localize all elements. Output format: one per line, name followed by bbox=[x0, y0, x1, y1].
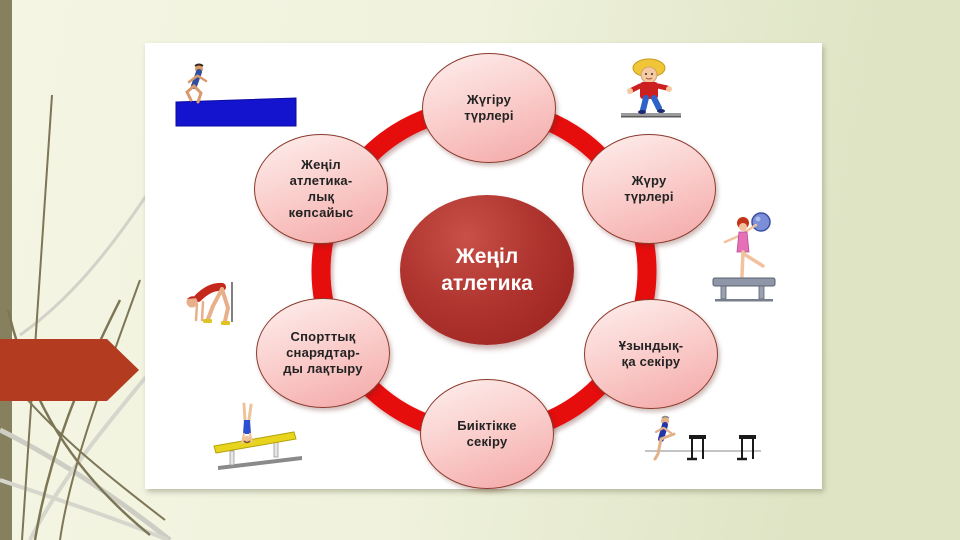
handstand-beam-clipart-icon bbox=[213, 402, 302, 470]
node-running-label: Жүгіру түрлері bbox=[464, 92, 513, 124]
center-node: Жеңіл атлетика bbox=[400, 195, 574, 345]
label-line: ды лақтыру bbox=[283, 360, 363, 376]
left-edge-bar bbox=[0, 0, 12, 540]
node-combined-label: Жеңіл атлетика- лық көпсайыс bbox=[289, 157, 354, 220]
node-running: Жүгіру түрлері bbox=[422, 53, 556, 163]
label-line: түрлері bbox=[464, 108, 514, 123]
label-line: лық bbox=[307, 189, 335, 204]
hurdles-runner-clipart-icon bbox=[645, 415, 761, 461]
node-walking-label: Жүру түрлері bbox=[624, 173, 673, 205]
node-walking: Жүру түрлері bbox=[582, 134, 716, 244]
label-line: Биіктікке bbox=[457, 418, 517, 434]
node-long-jump-label: Ұзындық- қа секіру bbox=[619, 338, 683, 370]
label-line: атлетика- bbox=[289, 173, 353, 189]
node-high-jump-label: Биіктікке секіру bbox=[457, 418, 516, 450]
label-line: Спорттық bbox=[290, 329, 356, 345]
label-line: түрлері bbox=[624, 189, 674, 204]
label-line: секіру bbox=[466, 434, 508, 449]
sprint-start-clipart-icon bbox=[186, 282, 233, 325]
center-label: Жеңіл атлетика bbox=[441, 243, 533, 298]
label-line: көпсайыс bbox=[288, 204, 354, 220]
race-walking-kid-clipart-icon bbox=[621, 58, 681, 118]
label-line: Жүгіру bbox=[466, 92, 512, 108]
node-combined: Жеңіл атлетика- лық көпсайыс bbox=[254, 134, 388, 244]
label-line: снарядтар- bbox=[286, 345, 360, 361]
label-line: Жеңіл bbox=[301, 157, 341, 173]
node-high-jump: Биіктікке секіру bbox=[420, 379, 554, 489]
label-line: қа секіру bbox=[621, 354, 681, 369]
arrow-shape bbox=[0, 339, 139, 401]
node-throwing: Спорттық снарядтар- ды лақтыру bbox=[256, 298, 390, 408]
label-line: Жүру bbox=[631, 173, 667, 189]
grass-decoration bbox=[0, 94, 172, 540]
label-line: атлетика bbox=[441, 272, 533, 295]
balance-beam-gymnast-clipart-icon bbox=[712, 212, 776, 302]
label-line: Ұзындық- bbox=[618, 338, 684, 354]
long-jump-clipart-icon bbox=[175, 63, 297, 127]
node-long-jump: Ұзындық- қа секіру bbox=[584, 299, 718, 409]
label-line: Жеңіл bbox=[455, 244, 519, 268]
node-throwing-label: Спорттық снарядтар- ды лақтыру bbox=[283, 329, 362, 377]
